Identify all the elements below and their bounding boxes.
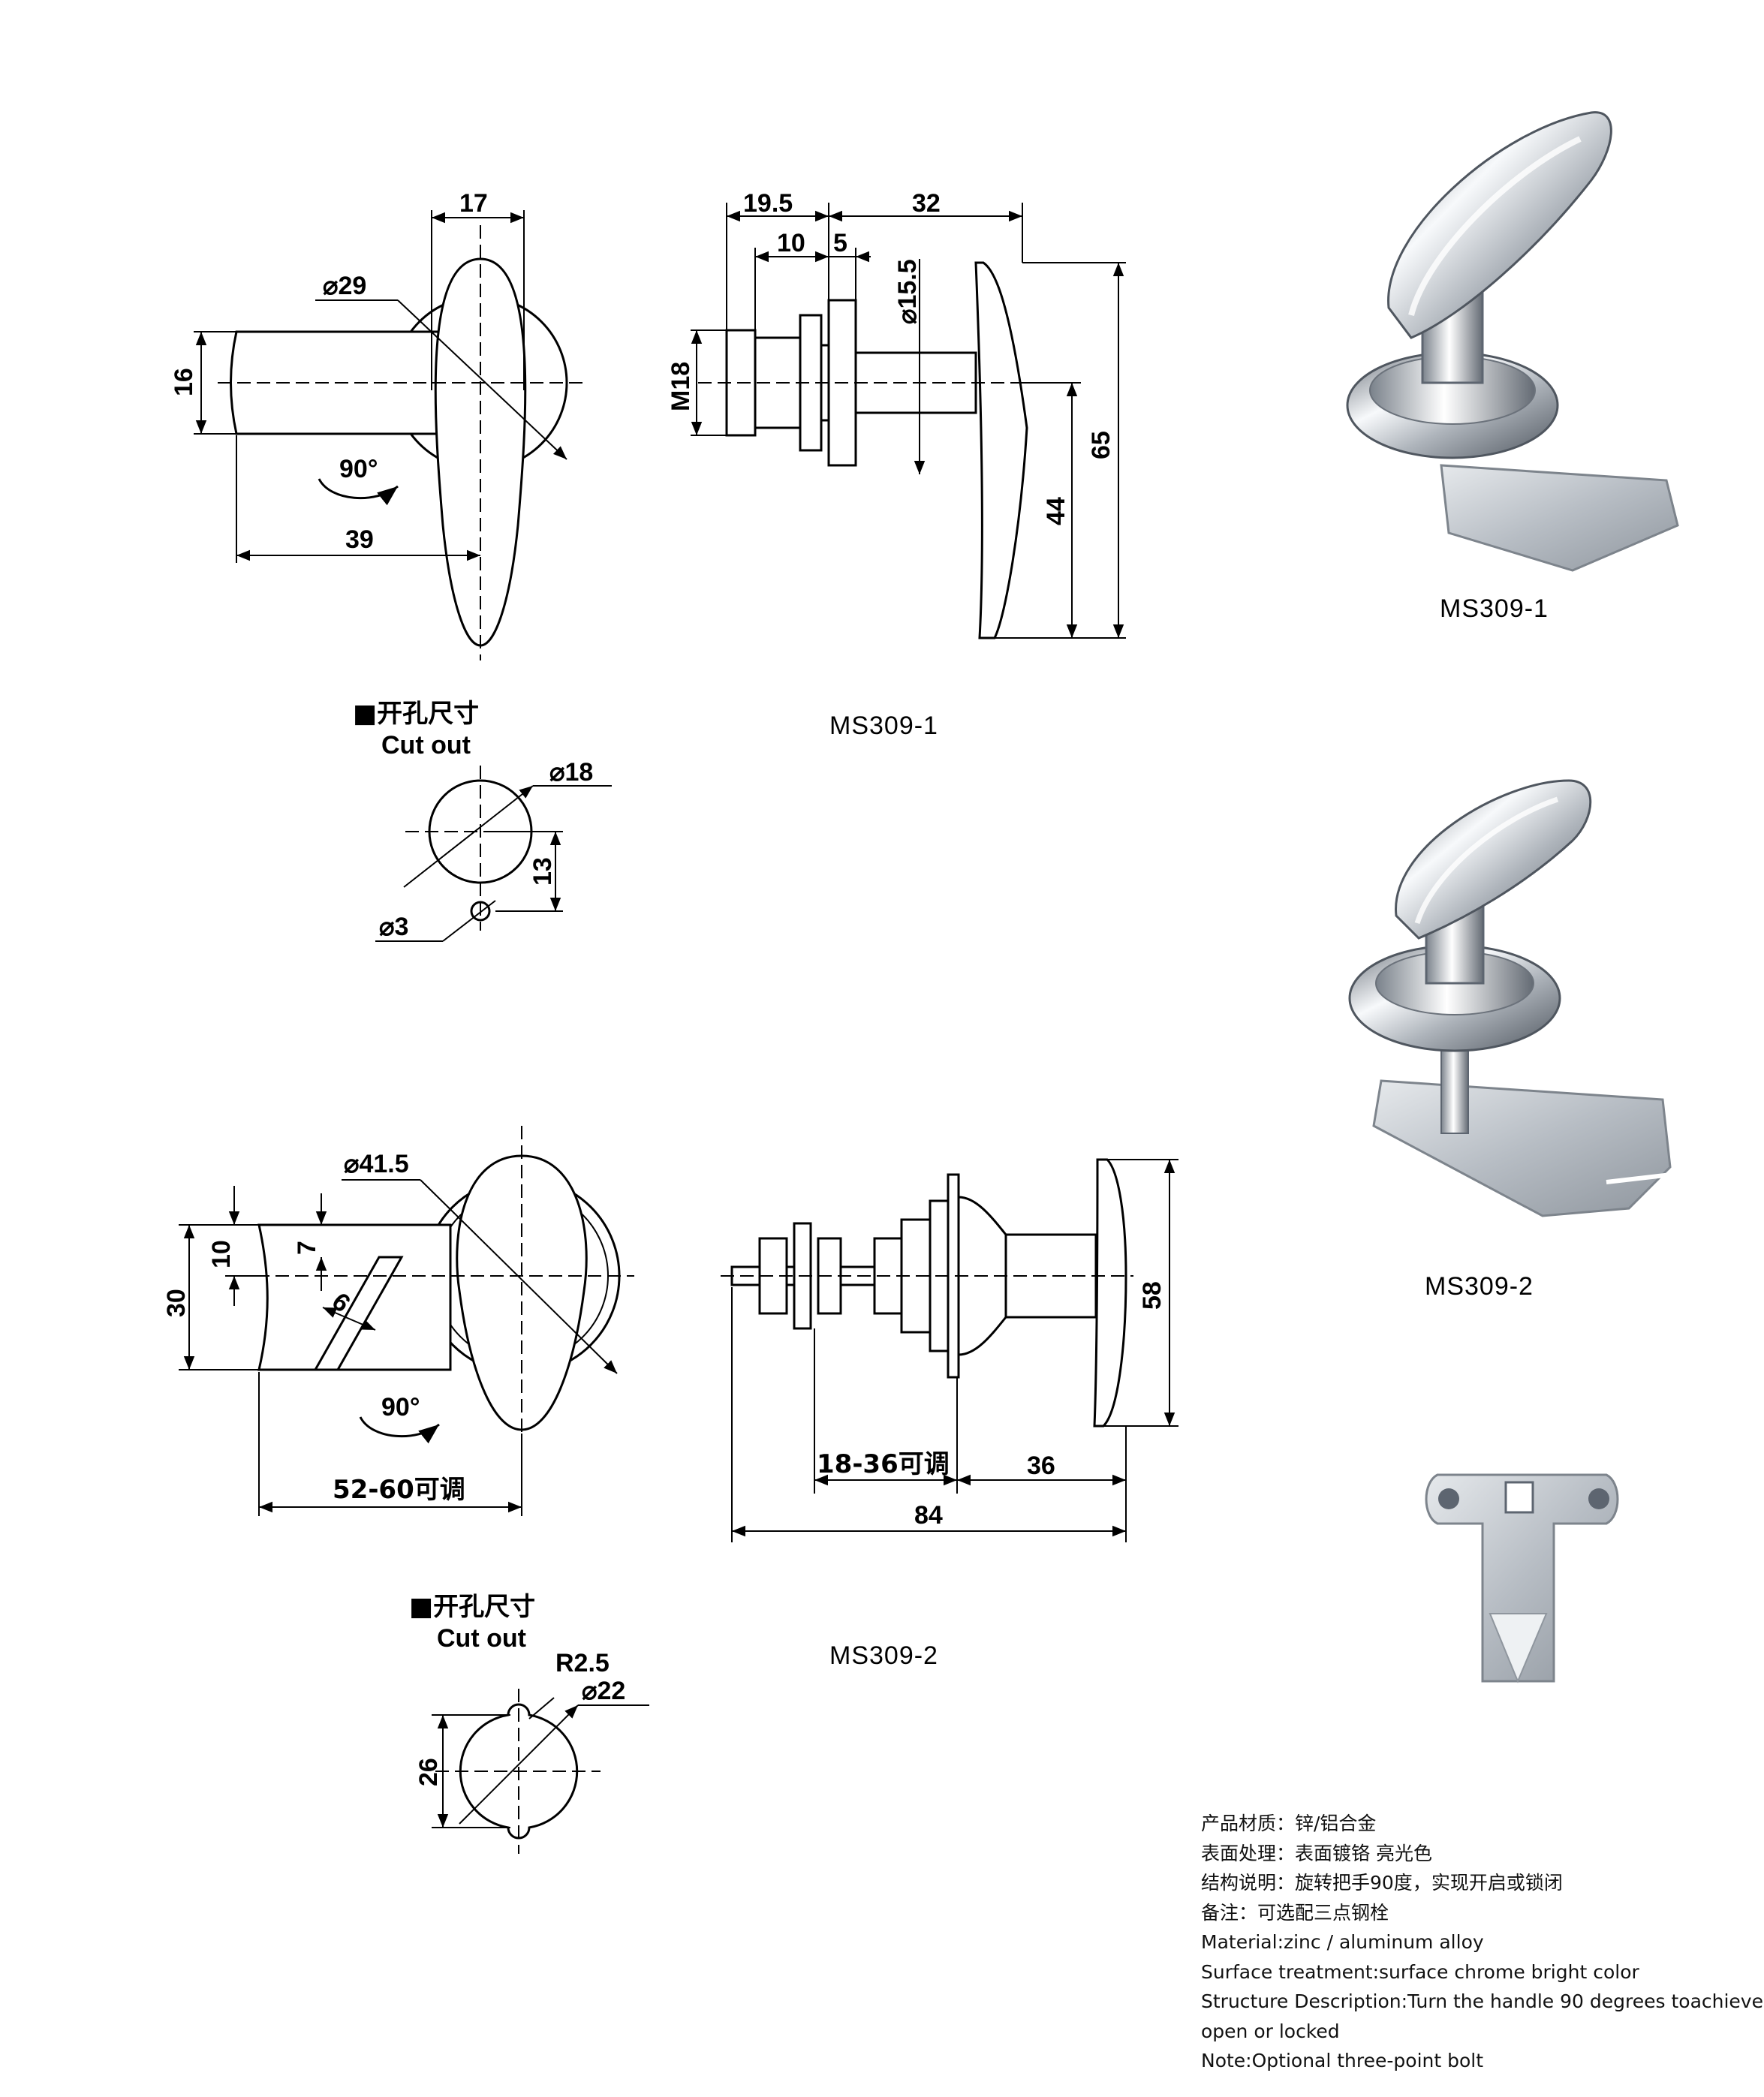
dim-diameter: ⌀29 bbox=[323, 272, 366, 300]
cutout-title-cn: ■开孔尺寸 bbox=[409, 1592, 535, 1622]
dim-len-c: 10 bbox=[777, 229, 805, 257]
dim-len-b: 32 bbox=[912, 189, 941, 218]
dim-height: 58 bbox=[1138, 1281, 1166, 1310]
dim-diameter: ⌀41.5 bbox=[344, 1150, 409, 1178]
cutout-radius: R2.5 bbox=[555, 1649, 610, 1677]
spec-material-en: Material:zinc / aluminum alloy bbox=[1201, 1931, 1484, 1953]
three-point-bolt-photo bbox=[1425, 1473, 1619, 1683]
spec-surface-en: Surface treatment:surface chrome bright … bbox=[1201, 1960, 1639, 1983]
cutout-hole-dia: ⌀18 bbox=[549, 758, 593, 787]
dim-height: 16 bbox=[170, 368, 198, 396]
spec-structure-en-cont: open or locked bbox=[1201, 2020, 1340, 2042]
dim-height-b: 10 bbox=[207, 1240, 236, 1268]
dim-len-a: 19.5 bbox=[743, 189, 793, 218]
cutout-offset: 13 bbox=[528, 857, 557, 886]
ms309-1-side-view: 19.5 32 10 5 ⌀15.5 M18 44 65 bbox=[667, 189, 1126, 639]
dim-height-a: 30 bbox=[162, 1289, 191, 1317]
dim-shaft-dia: ⌀15.5 bbox=[893, 259, 922, 324]
spec-note-cn: 备注：可选配三点钢栓 bbox=[1201, 1901, 1389, 1924]
dim-length: 52-60可调 bbox=[333, 1475, 465, 1505]
cutout-height: 26 bbox=[414, 1758, 443, 1786]
spec-material-cn: 产品材质：锌/铝合金 bbox=[1201, 1813, 1377, 1834]
ms309-1-front-view: 17 ⌀29 16 39 90° bbox=[170, 189, 585, 660]
dim-h-mid: 44 bbox=[1042, 497, 1070, 525]
rotation-label: 90° bbox=[339, 455, 378, 483]
ms309-1-cutout: ■开孔尺寸 Cut out ⌀18 13 ⌀3 bbox=[353, 699, 612, 942]
ms309-1-photo-label: MS309-1 bbox=[1440, 594, 1549, 623]
dim-gap: 7 bbox=[293, 1241, 321, 1255]
ms309-2-cutout: ■开孔尺寸 Cut out R2.5 ⌀22 26 bbox=[409, 1592, 649, 1854]
ms309-2-drawing-label: MS309-2 bbox=[829, 1641, 938, 1670]
ms309-2-photo: MS309-2 bbox=[1348, 779, 1705, 1301]
cutout-title-en: Cut out bbox=[381, 731, 471, 760]
dim-thread: M18 bbox=[667, 362, 695, 411]
ms309-2-side-view: 58 18-36可调 36 84 bbox=[721, 1158, 1179, 1542]
dim-h-total: 65 bbox=[1087, 431, 1115, 459]
spec-list: 产品材质：锌/铝合金 表面处理：表面镀铬 亮光色 结构说明：旋转把手90度，实现… bbox=[1201, 1809, 1763, 2076]
dim-len-a: 36 bbox=[1027, 1452, 1055, 1480]
ms309-1-drawing-label: MS309-1 bbox=[829, 712, 938, 740]
spec-structure-cn: 结构说明：旋转把手90度，实现开启或锁闭 bbox=[1201, 1872, 1563, 1894]
rotation-label: 90° bbox=[381, 1393, 420, 1422]
dim-len-d: 5 bbox=[833, 229, 847, 257]
dim-width: 17 bbox=[459, 189, 488, 218]
ms309-2-front-view: ⌀41.5 30 10 7 6 90° 52-60可调 bbox=[162, 1126, 634, 1516]
dim-len-total: 84 bbox=[914, 1501, 943, 1530]
dim-length: 39 bbox=[345, 525, 374, 554]
spec-note-en: Note:Optional three-point bolt bbox=[1201, 2050, 1484, 2071]
dim-adjust: 18-36可调 bbox=[817, 1449, 950, 1479]
cutout-pin-dia: ⌀3 bbox=[379, 913, 408, 941]
cutout-hole-dia: ⌀22 bbox=[582, 1677, 625, 1705]
cutout-title-en: Cut out bbox=[437, 1624, 526, 1653]
ms309-2-photo-label: MS309-2 bbox=[1425, 1272, 1534, 1301]
ms309-1-photo: MS309-1 bbox=[1346, 111, 1679, 623]
spec-structure-en: Structure Description:Turn the handle 90… bbox=[1201, 1990, 1763, 2012]
cutout-title-cn: ■开孔尺寸 bbox=[353, 699, 479, 729]
spec-surface-cn: 表面处理：表面镀铬 亮光色 bbox=[1201, 1842, 1432, 1864]
